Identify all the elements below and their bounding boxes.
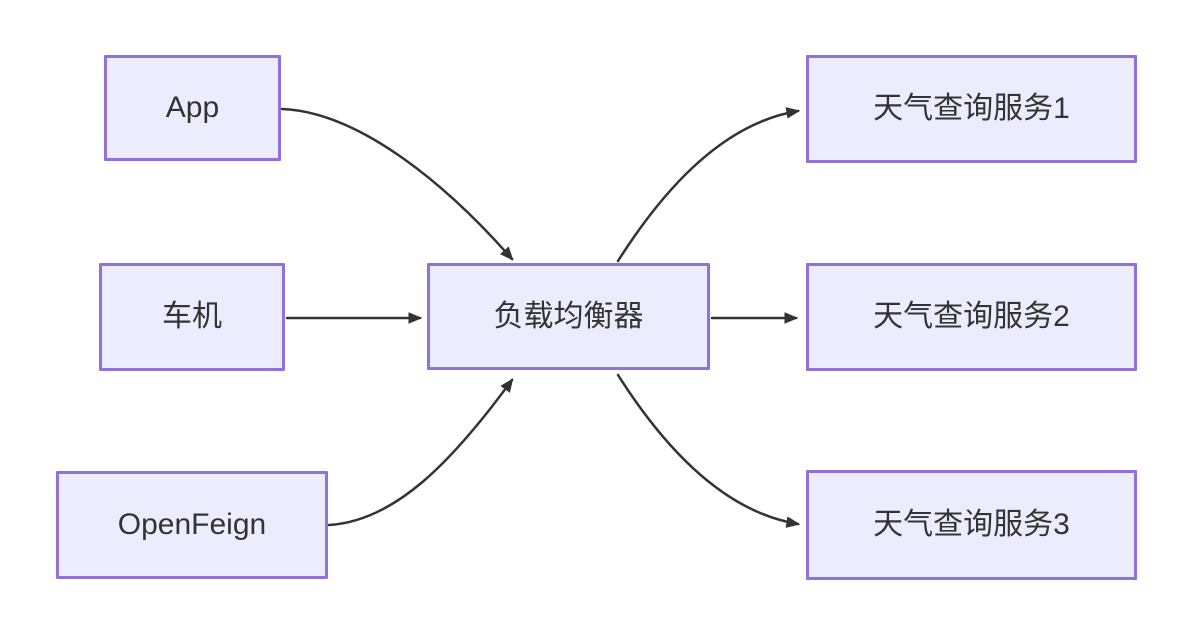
edge-openfeign-to-lb	[327, 378, 514, 527]
edge-app-to-lb	[280, 107, 514, 261]
node-app: App	[104, 55, 281, 161]
node-vehicle: 车机	[99, 263, 285, 371]
node-weather-service-3: 天气查询服务3	[806, 470, 1137, 580]
node-vehicle-label: 车机	[162, 300, 222, 333]
node-load-balancer-label: 负载均衡器	[493, 299, 644, 333]
node-weather-service-2-label: 天气查询服务2	[873, 300, 1070, 333]
node-app-label: App	[165, 91, 220, 124]
node-weather-service-1: 天气查询服务1	[806, 55, 1137, 163]
node-load-balancer: 负载均衡器	[427, 263, 710, 370]
edge-lb-to-svc3	[616, 373, 801, 528]
node-openfeign-label: OpenFeign	[117, 508, 267, 541]
node-weather-service-1-label: 天气查询服务1	[873, 92, 1070, 125]
edge-lb-to-svc1	[616, 107, 801, 263]
node-openfeign: OpenFeign	[56, 471, 328, 579]
node-weather-service-3-label: 天气查询服务3	[873, 508, 1070, 541]
node-weather-service-2: 天气查询服务2	[806, 263, 1137, 371]
